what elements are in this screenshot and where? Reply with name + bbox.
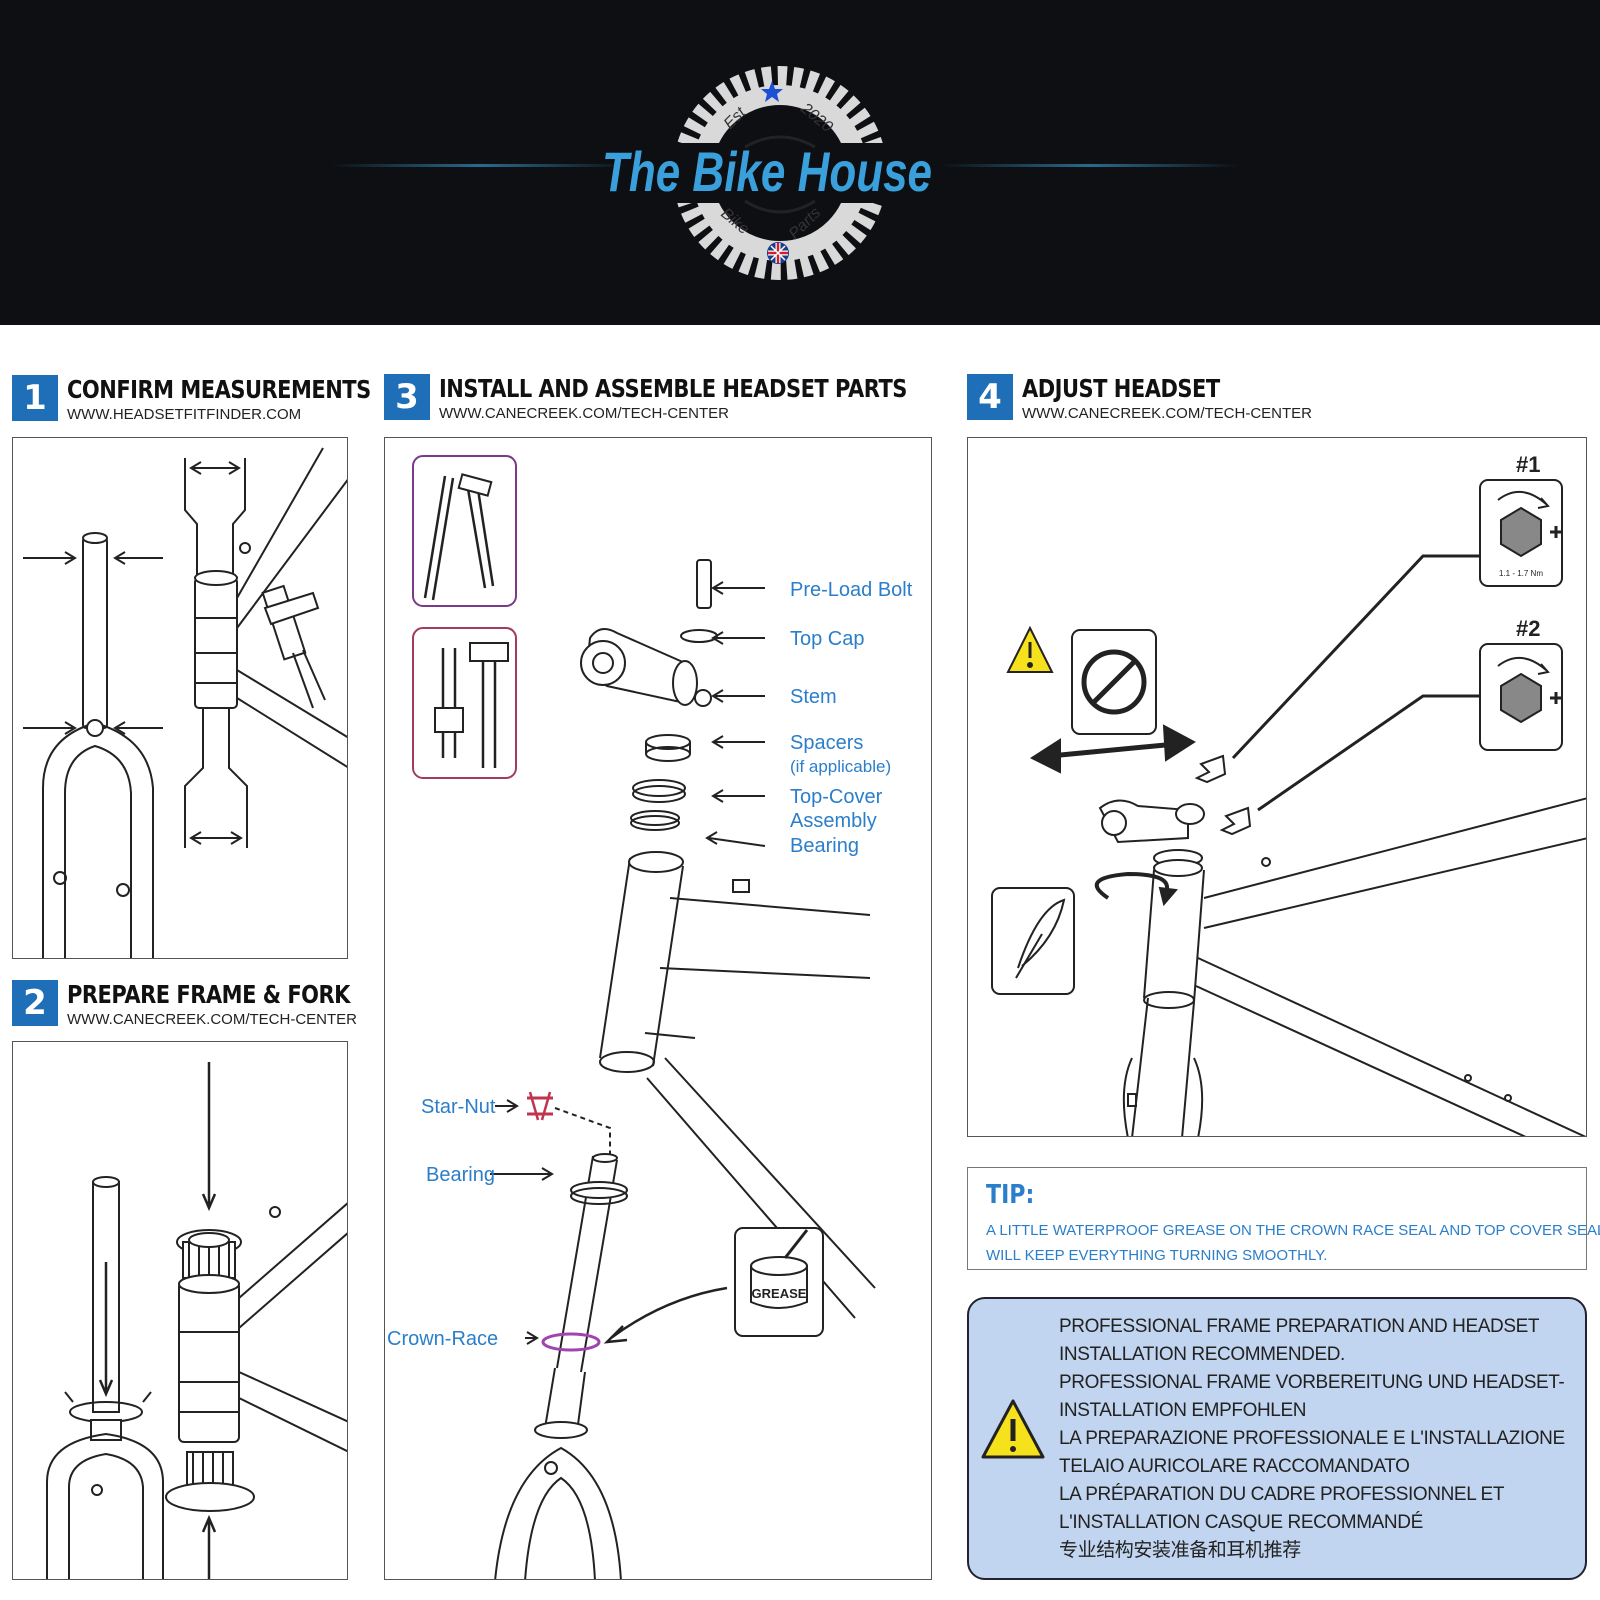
warning-line-3: PROFESSIONAL FRAME VORBEREITUNG UND HEAD… [1059,1372,1565,1393]
tip-title: TIP: [986,1180,1035,1210]
measurement-illustration [23,447,347,958]
label-top-cover-2: Assembly [790,810,877,832]
bearing-bottom-icon [570,1181,628,1199]
panel-install-assemble: GREASE Pre-Load Bolt Top Cap Stem Spacer… [384,437,932,1580]
panel-prepare-frame-fork [12,1041,348,1580]
caliper-icon [261,584,326,709]
torque-2-label: #2 [1516,616,1540,641]
warning-line-9: 专业结构安装准备和耳机推荐 [1059,1540,1301,1561]
step-1-header: 1 CONFIRM MEASUREMENTS WWW.HEADSETFITFIN… [12,375,429,424]
torque-wrench-2-icon [1479,643,1563,751]
step-2-header: 2 PREPARE FRAME & FORK WWW.CANECREEK.COM… [12,980,404,1029]
step-1-title: CONFIRM MEASUREMENTS [67,375,371,404]
label-star-nut: Star-Nut [421,1096,496,1118]
step-4-header: 4 ADJUST HEADSET WWW.CANECREEK.COM/TECH-… [967,374,1312,423]
step-2-url[interactable]: WWW.CANECREEK.COM/TECH-CENTER [67,1011,357,1028]
bearing-top-icon [630,810,680,826]
label-bearing-top: Bearing [790,835,859,857]
step-1-number: 1 [12,375,58,421]
step-2-number: 2 [12,980,58,1026]
warning-triangle-icon [1006,625,1054,673]
banner-line-right [940,164,1240,167]
warning-line-1: PROFESSIONAL FRAME PREPARATION AND HEADS… [1059,1316,1540,1337]
star-nut-icon [527,1091,553,1121]
chainring-top-icon [677,66,883,143]
label-spacers-note: (if applicable) [790,757,892,776]
install-illustration: GREASE [412,455,876,1579]
warning-line-8: L'INSTALLATION CASQUE RECOMMANDÉ [1059,1512,1423,1533]
label-top-cover-1: Top-Cover [790,786,883,808]
stem-icon [580,628,712,707]
torque-1-label: #1 [1516,452,1540,477]
star-icon [761,81,783,102]
step-3-number: 3 [384,374,430,420]
warning-line-4: INSTALLATION EMPFOHLEN [1059,1400,1307,1421]
top-cover-icon [632,779,686,797]
top-cap-icon [680,629,718,643]
label-stem: Stem [790,686,837,708]
warning-icon [981,1399,1045,1459]
step-4-url[interactable]: WWW.CANECREEK.COM/TECH-CENTER [1022,405,1312,422]
grease-label: GREASE [752,1286,807,1301]
torque-wrench-1-icon: 1.1 - 1.7 Nm [1479,479,1563,587]
step-4-title: ADJUST HEADSET [1022,374,1220,403]
step-3-header: 3 INSTALL AND ASSEMBLE HEADSET PARTS WWW… [384,374,996,423]
step-1-url[interactable]: WWW.HEADSETFITFINDER.COM [67,406,302,423]
panel-adjust-headset: #1 #2 1.1 - 1.7 Nm [967,437,1587,1137]
tip-line-1: A LITTLE WATERPROOF GREASE ON THE CROWN … [986,1222,1600,1239]
warning-line-2: INSTALLATION RECOMMENDED. [1059,1344,1345,1365]
tip-box: TIP: A LITTLE WATERPROOF GREASE ON THE C… [967,1167,1600,1270]
step-2-title: PREPARE FRAME & FORK [67,980,350,1009]
torque-spec-text: 1.1 - 1.7 Nm [1499,569,1543,578]
banner: Est 2020 Bike Parts The Bike House [0,0,1600,325]
label-preload-bolt: Pre-Load Bolt [790,579,913,601]
label-top-cap: Top Cap [790,628,865,650]
feather-icon [991,887,1075,995]
logo-brand-name: The Bike House [602,140,932,203]
label-bearing-bottom: Bearing [426,1164,495,1186]
warning-line-5: LA PREPARAZIONE PROFESSIONALE E L'INSTAL… [1059,1428,1565,1449]
grease-box [734,1227,824,1337]
crown-race-icon [541,1332,601,1352]
prepare-illustration [46,1062,347,1579]
preload-bolt-icon [696,559,712,609]
adjust-illustration: #1 #2 1.1 - 1.7 Nm [991,452,1586,1136]
label-crown-race: Crown-Race [387,1328,499,1350]
banner-line-left [330,164,630,167]
warning-line-7: LA PRÉPARATION DU CADRE PROFESSIONNEL ET [1059,1484,1505,1505]
prohibited-icon [1071,629,1157,735]
uk-flag-icon [767,242,789,264]
tool-box-press [412,627,517,779]
panel-confirm-measurements [12,437,348,959]
label-spacers: Spacers [790,732,864,754]
warning-box: PROFESSIONAL FRAME PREPARATION AND HEADS… [967,1297,1587,1580]
step-3-url[interactable]: WWW.CANECREEK.COM/TECH-CENTER [439,405,729,422]
bike-house-logo: Est 2020 Bike Parts The Bike House [602,66,932,280]
step-3-title: INSTALL AND ASSEMBLE HEADSET PARTS [439,374,907,403]
step-4-number: 4 [967,374,1013,420]
warning-line-6: TELAIO AURICOLARE RACCOMANDATO [1059,1456,1410,1477]
tip-line-2: WILL KEEP EVERYTHING TURNING SMOOTHLY. [986,1247,1328,1264]
